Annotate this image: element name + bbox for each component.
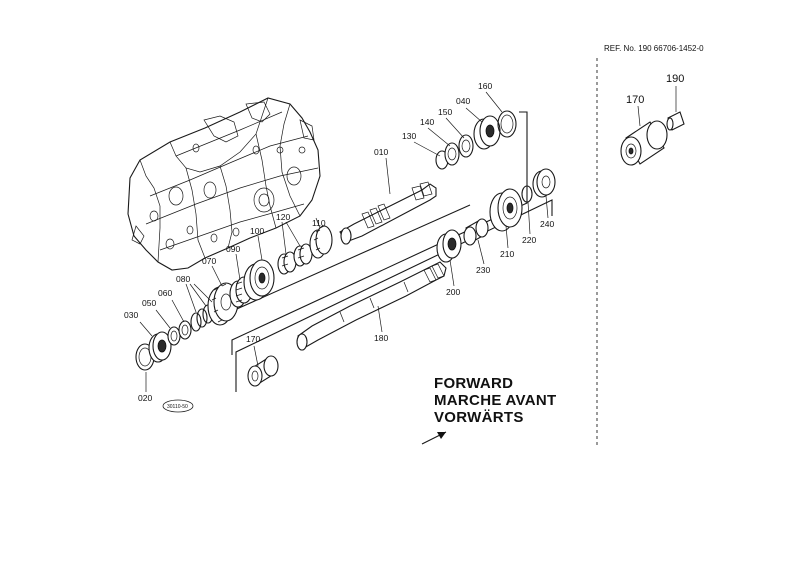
collar-230 <box>463 218 489 246</box>
bushing-170-detail <box>620 120 668 166</box>
bearing-040 <box>473 115 501 150</box>
bearing-240 <box>532 168 556 198</box>
direction-line-1: FORWARD <box>434 375 513 392</box>
bearing-030 <box>148 331 172 363</box>
callout-010: 010 <box>374 147 388 157</box>
needle-bearings-120 <box>277 243 313 275</box>
callout-120: 120 <box>276 212 290 222</box>
callout-210: 210 <box>500 249 514 259</box>
ref-number: REF. No. 190 66706-1452-0 <box>604 44 704 53</box>
callout-100: 100 <box>250 226 264 236</box>
callout-140: 140 <box>420 117 434 127</box>
direction-line-3: VORWÄRTS <box>434 409 524 426</box>
callout-020: 020 <box>138 393 152 403</box>
shaft-180 <box>296 261 447 351</box>
bearing-200 <box>436 229 462 263</box>
bushing-170 <box>247 355 279 387</box>
assembly-frame-lower-top <box>229 204 471 313</box>
svg-text:30110-50: 30110-50 <box>167 404 188 410</box>
callout-170-detail: 170 <box>626 94 644 106</box>
callout-060: 060 <box>158 288 172 298</box>
callout-150: 150 <box>438 107 452 117</box>
assembly-frame-lower <box>235 199 553 392</box>
bearing-210 <box>489 188 523 232</box>
direction-line-2: MARCHE AVANT <box>434 392 556 409</box>
callout-160: 160 <box>478 81 492 91</box>
collar-050 <box>167 326 181 346</box>
callout-030: 030 <box>124 310 138 320</box>
callout-090: 090 <box>226 244 240 254</box>
assembly-frame-upper <box>231 111 528 355</box>
callout-110: 110 <box>312 218 326 228</box>
leader-lines <box>139 86 677 392</box>
snap-ring-220 <box>521 185 533 203</box>
callout-230: 230 <box>476 265 490 275</box>
shaft-010 <box>339 181 437 245</box>
collar-060 <box>178 320 192 340</box>
callout-050: 050 <box>142 298 156 308</box>
callout-190-detail: 190 <box>666 73 684 85</box>
callout-080: 080 <box>176 274 190 284</box>
collar-150 <box>458 134 474 158</box>
callout-130: 130 <box>402 131 416 141</box>
callout-220: 220 <box>522 235 536 245</box>
gear-100 <box>243 259 275 301</box>
callout-240: 240 <box>540 219 554 229</box>
drawing-stamp: 30110-50 <box>162 399 194 413</box>
callout-180: 180 <box>374 333 388 343</box>
snap-ring-160 <box>497 110 517 138</box>
callout-070: 070 <box>202 256 216 266</box>
callout-040: 040 <box>456 96 470 106</box>
callout-200: 200 <box>446 287 460 297</box>
callout-170: 170 <box>246 334 260 344</box>
washer-140 <box>444 142 460 166</box>
pin-190-detail <box>666 111 685 131</box>
gear-110 <box>309 225 333 259</box>
forward-arrow-icon <box>421 431 447 445</box>
transmission-case <box>127 97 321 271</box>
